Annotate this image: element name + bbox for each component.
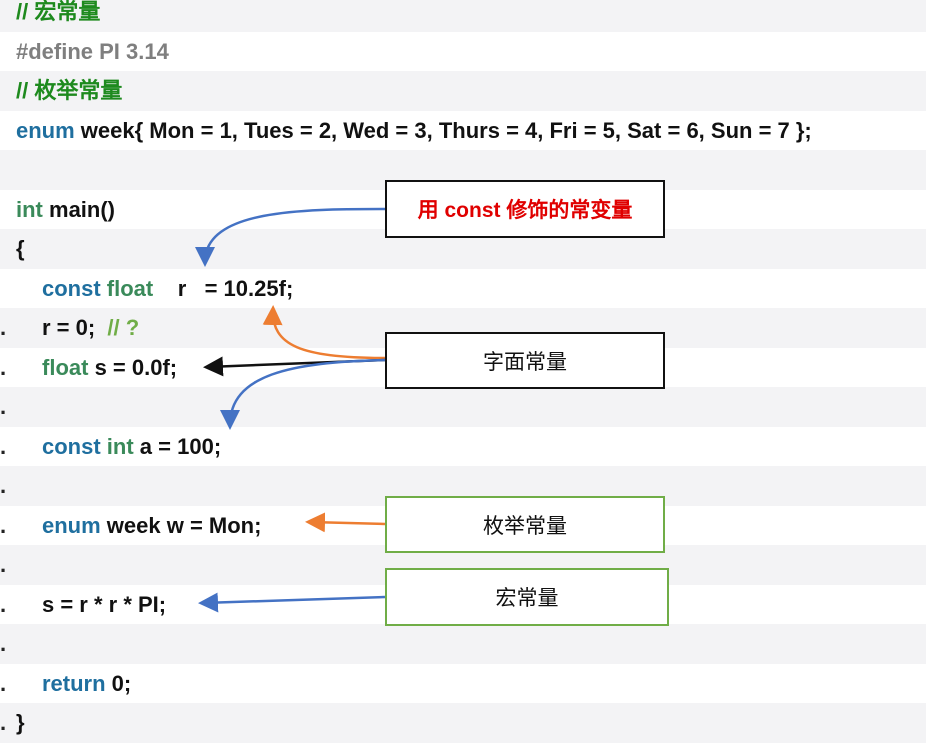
code-text: a = 100; bbox=[133, 433, 222, 459]
code-line: { bbox=[0, 229, 926, 269]
type: int bbox=[16, 196, 43, 222]
keyword: const bbox=[42, 433, 101, 459]
comment: // 宏常量 bbox=[16, 0, 101, 24]
line-dot: . bbox=[0, 473, 7, 498]
keyword: enum bbox=[16, 117, 75, 143]
callout-const-var: 用 const 修饰的常变量 bbox=[385, 180, 665, 238]
arrow-macro bbox=[198, 592, 386, 613]
code-text: s = r * r * PI; bbox=[42, 591, 167, 617]
code-line: . const int a = 100; bbox=[0, 427, 926, 467]
keyword: enum bbox=[42, 512, 101, 538]
code-line: // 宏常量 bbox=[0, 0, 926, 32]
callout-enum-const: 枚举常量 bbox=[385, 496, 665, 553]
line-dot: . bbox=[0, 394, 7, 419]
code-text: main() bbox=[42, 196, 116, 222]
type: float bbox=[42, 354, 89, 380]
callout-label: 枚举常量 bbox=[483, 514, 567, 538]
callout-label: 字面常量 bbox=[483, 350, 567, 374]
blank-line: . bbox=[0, 624, 926, 664]
code-line: .} bbox=[0, 703, 926, 743]
arrow-literal-a bbox=[220, 358, 386, 430]
line-dot: . bbox=[0, 512, 7, 538]
code-text: r = 0; bbox=[42, 315, 108, 340]
code-text: week{ Mon = 1, Tues = 2, Wed = 3, Thurs … bbox=[74, 117, 812, 143]
code-line: . float s = 0.0f; bbox=[0, 348, 926, 388]
code-line: const float r = 10.25f; bbox=[0, 269, 926, 309]
keyword: const bbox=[42, 275, 101, 301]
line-dot: . bbox=[0, 315, 7, 340]
arrow-enum bbox=[305, 512, 386, 533]
code-text: week w = Mon; bbox=[100, 512, 262, 538]
callout-label: 用 const 修饰的常变量 bbox=[417, 199, 633, 222]
code-text: { bbox=[16, 236, 25, 261]
arrow-literal-r bbox=[262, 305, 386, 360]
type: float bbox=[100, 275, 154, 301]
line-dot: . bbox=[0, 631, 7, 656]
code-line: int main() bbox=[0, 190, 926, 230]
line-dot: . bbox=[0, 354, 7, 380]
blank-line: . bbox=[0, 387, 926, 427]
code-text: s = 0.0f; bbox=[88, 354, 178, 380]
define-directive: #define PI 3.14 bbox=[16, 38, 169, 64]
code-line: // 枚举常量 bbox=[0, 71, 926, 111]
callout-macro-const: 宏常量 bbox=[385, 568, 669, 626]
callout-literal: 字面常量 bbox=[385, 332, 665, 389]
code-line: . enum week w = Mon; bbox=[0, 506, 926, 546]
code-line: . return 0; bbox=[0, 664, 926, 704]
code-text: 0; bbox=[105, 670, 132, 696]
line-dot: . bbox=[0, 710, 7, 735]
type: int bbox=[100, 433, 134, 459]
line-dot: . bbox=[0, 670, 7, 696]
code-text: r = 10.25f; bbox=[153, 275, 294, 301]
line-dot: . bbox=[0, 433, 7, 459]
code-text: } bbox=[16, 710, 25, 735]
line-dot: . bbox=[0, 552, 7, 577]
arrow-const-var bbox=[195, 207, 386, 267]
code-line: #define PI 3.14 bbox=[0, 32, 926, 72]
line-dot: . bbox=[0, 591, 7, 617]
keyword: return bbox=[42, 670, 106, 696]
code-line: enum week{ Mon = 1, Tues = 2, Wed = 3, T… bbox=[0, 111, 926, 151]
code-line: . s = r * r * PI; bbox=[0, 585, 926, 625]
callout-label: 宏常量 bbox=[495, 587, 559, 610]
comment: // ? bbox=[107, 315, 140, 340]
comment: // 枚举常量 bbox=[16, 78, 123, 103]
